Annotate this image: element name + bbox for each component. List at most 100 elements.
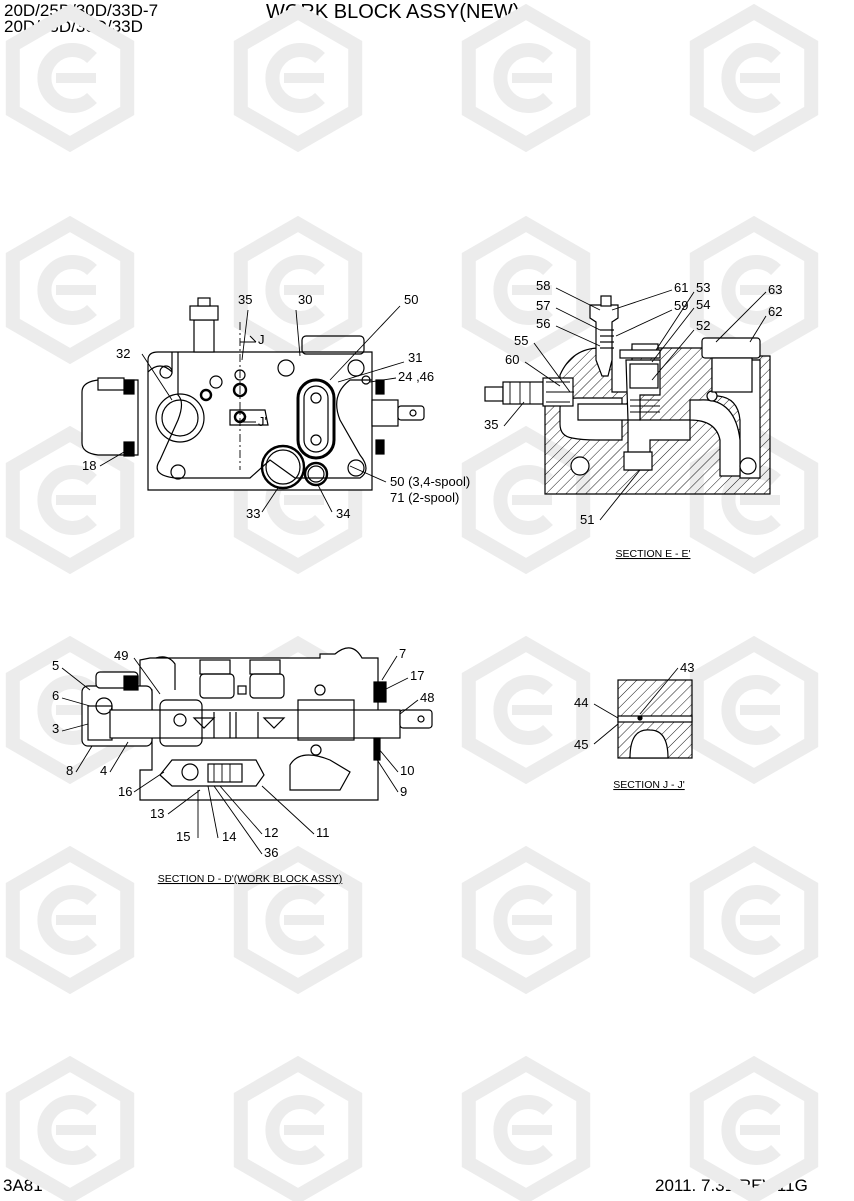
callout-number: 62 bbox=[768, 304, 782, 319]
callout-number: 18 bbox=[82, 458, 96, 473]
callout-front: 71 (2-spool) bbox=[390, 490, 459, 505]
watermark-logo bbox=[689, 3, 819, 153]
callout-front: 35 bbox=[238, 292, 252, 361]
callout-section-d: 10 bbox=[377, 747, 414, 778]
callout-number: 59 bbox=[674, 298, 688, 313]
callout-section-e: 57 bbox=[536, 298, 601, 331]
callout-number: 31 bbox=[408, 350, 422, 365]
callout-number: 6 bbox=[52, 688, 59, 703]
callout-number: 43 bbox=[680, 660, 694, 675]
callout-section-d: 36 bbox=[213, 785, 278, 860]
callout-section-e: 62 bbox=[749, 304, 782, 343]
watermark-logo bbox=[233, 1055, 363, 1201]
callout-front: 33 bbox=[246, 487, 279, 521]
callout-section-j: 43 bbox=[639, 660, 694, 715]
callout-front: 18 bbox=[82, 451, 125, 473]
callout-section-d: 8 bbox=[66, 745, 93, 778]
callout-number: 16 bbox=[118, 784, 132, 799]
callout-number: 12 bbox=[264, 825, 278, 840]
callout-number: 3 bbox=[52, 721, 59, 736]
callout-number: 14 bbox=[222, 829, 236, 844]
callout-number: 17 bbox=[410, 668, 424, 683]
callout-number: 10 bbox=[400, 763, 414, 778]
section-caption: SECTION J - J' bbox=[613, 779, 684, 791]
callout-section-d: 17 bbox=[383, 668, 424, 691]
watermark-logo bbox=[5, 215, 135, 365]
callout-number: 57 bbox=[536, 298, 550, 313]
watermark-logo bbox=[689, 845, 819, 995]
callout-number: 9 bbox=[400, 784, 407, 799]
callout-number: 24 ,46 bbox=[398, 369, 434, 384]
callout-section-d: 48 bbox=[399, 690, 434, 715]
callout-front: 24 ,46 bbox=[369, 369, 434, 384]
section-j-view bbox=[617, 679, 693, 759]
callout-section-d: 16 bbox=[118, 771, 165, 799]
section-d-view bbox=[81, 647, 433, 801]
callout-section-e: 61 bbox=[611, 280, 688, 311]
callout-number: 49 bbox=[114, 648, 128, 663]
callout-section-j: 44 bbox=[574, 695, 619, 719]
callout-front: 31 bbox=[337, 350, 422, 383]
section-caption: SECTION E - E' bbox=[616, 548, 691, 560]
callout-number: 7 bbox=[399, 646, 406, 661]
page-title: WORK BLOCK ASSY(NEW) bbox=[266, 1, 520, 23]
callout-front: 32 bbox=[116, 346, 173, 401]
section-mark: J' bbox=[258, 414, 267, 429]
watermark-logo bbox=[5, 1055, 135, 1201]
callout-section-d: 6 bbox=[52, 688, 91, 707]
callout-number: 15 bbox=[176, 829, 190, 844]
callout-section-d: 14 bbox=[207, 785, 236, 844]
callout-section-e: 53 bbox=[655, 280, 710, 351]
callout-section-d: 11 bbox=[261, 785, 330, 840]
callout-number: 33 bbox=[246, 506, 260, 521]
callout-section-d: 3 bbox=[52, 721, 89, 736]
callout-number: 63 bbox=[768, 282, 782, 297]
callout-section-d: 13 bbox=[150, 789, 201, 821]
callout-number: 44 bbox=[574, 695, 588, 710]
callout-section-e: 60 bbox=[505, 352, 561, 387]
callout-section-j: 45 bbox=[574, 723, 619, 752]
callout-number: 5 bbox=[52, 658, 59, 673]
watermark-logo bbox=[461, 3, 591, 153]
callout-section-e: 54 bbox=[651, 297, 710, 363]
callout-section-d: 15 bbox=[176, 790, 199, 844]
callout-number: 54 bbox=[696, 297, 710, 312]
watermark-logo bbox=[461, 1055, 591, 1201]
callout-section-d: 49 bbox=[114, 648, 161, 695]
callout-section-e: 35 bbox=[484, 401, 525, 432]
front-view bbox=[81, 297, 425, 491]
watermark-logo bbox=[5, 425, 135, 575]
callout-number: 34 bbox=[336, 506, 350, 521]
callout-front: 50 bbox=[329, 292, 418, 381]
callout-section-e: 51 bbox=[580, 469, 641, 527]
callout-section-e: 63 bbox=[715, 282, 782, 343]
callout-number: 4 bbox=[100, 763, 107, 778]
callout-number: 30 bbox=[298, 292, 312, 307]
callout-number: 35 bbox=[484, 417, 498, 432]
callout-number: 52 bbox=[696, 318, 710, 333]
section-e-view bbox=[484, 295, 771, 495]
watermark-logo bbox=[5, 845, 135, 995]
watermark-logo bbox=[689, 1055, 819, 1201]
callout-number: 50 (3,4-spool) bbox=[390, 474, 470, 489]
watermark-logo bbox=[461, 215, 591, 365]
callout-number: 8 bbox=[66, 763, 73, 778]
callout-number: 51 bbox=[580, 512, 594, 527]
callout-number: 61 bbox=[674, 280, 688, 295]
callout-number: 35 bbox=[238, 292, 252, 307]
section-caption: SECTION D - D'(WORK BLOCK ASSY) bbox=[158, 873, 343, 885]
callout-number: 48 bbox=[420, 690, 434, 705]
callout-front: 34 bbox=[317, 484, 350, 521]
callout-number: 13 bbox=[150, 806, 164, 821]
callout-front: 30 bbox=[295, 292, 312, 357]
callout-section-d: 5 bbox=[52, 658, 91, 691]
callout-section-e: 55 bbox=[514, 333, 571, 393]
callout-section-d: 9 bbox=[375, 757, 407, 799]
callout-number: 50 bbox=[404, 292, 418, 307]
watermark-logo bbox=[5, 3, 135, 153]
callout-number: 53 bbox=[696, 280, 710, 295]
watermark-logo bbox=[461, 845, 591, 995]
callout-number: 58 bbox=[536, 278, 550, 293]
